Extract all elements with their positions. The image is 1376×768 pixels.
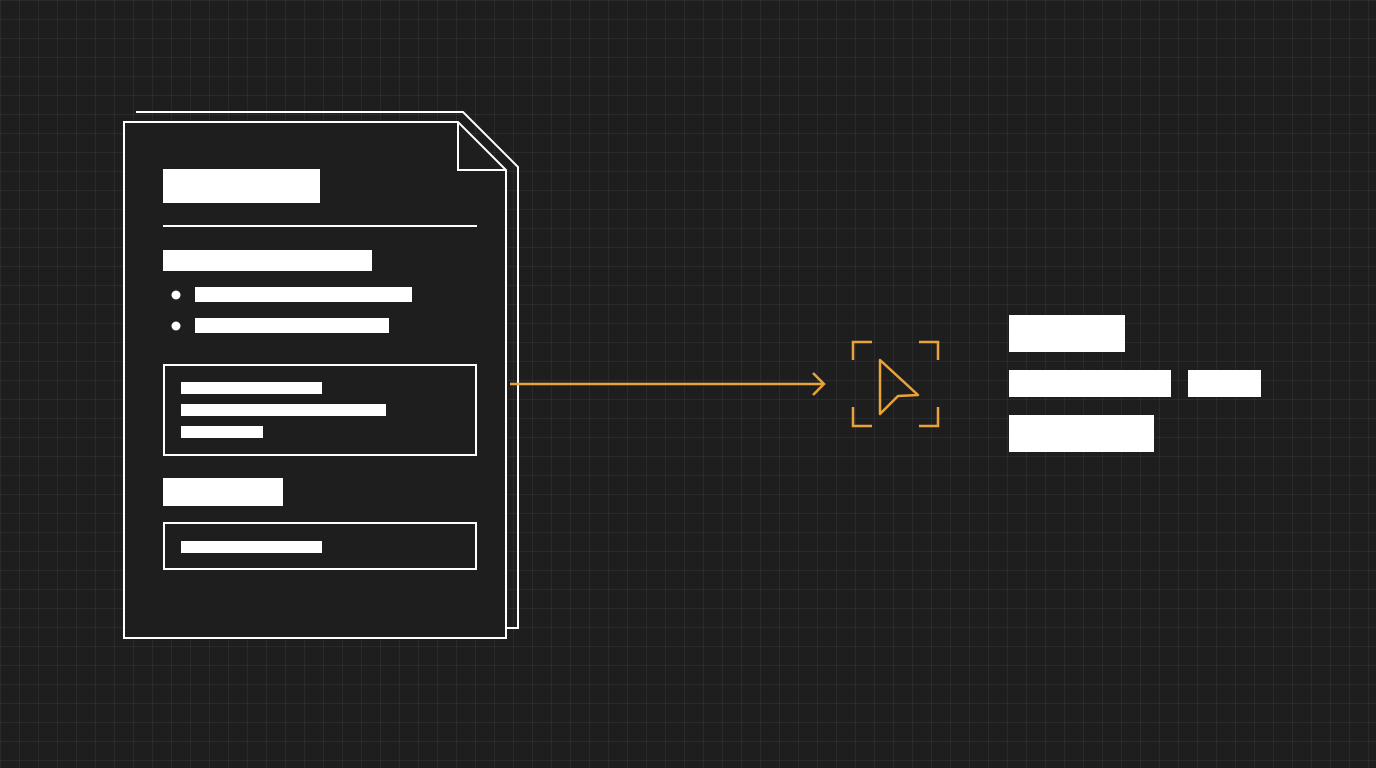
select-corner-top-left	[851, 340, 872, 360]
output-bar-2	[1009, 370, 1171, 397]
output-bar-3	[1188, 370, 1261, 397]
field-input-box	[163, 522, 477, 570]
bullet-dot-2	[171, 321, 181, 331]
bullet-text-bar-2	[195, 318, 389, 333]
text-block-line-1	[181, 382, 322, 394]
arrow-head	[812, 372, 826, 396]
bullet-dot-1	[171, 290, 181, 300]
select-corner-bottom-right	[919, 407, 940, 428]
bullet-text-bar-1	[195, 287, 412, 302]
output-bar-4	[1009, 415, 1154, 452]
section-heading-bar	[163, 250, 372, 271]
cursor-select-icon	[851, 340, 940, 428]
document-title-bar	[163, 169, 320, 203]
output-bar-1	[1009, 315, 1125, 352]
text-block-line-3	[181, 426, 263, 438]
cursor-arrow	[878, 358, 920, 416]
back-page	[136, 111, 519, 629]
select-corner-top-right	[919, 340, 940, 360]
page-fold	[457, 122, 506, 171]
select-corner-bottom-left	[851, 407, 872, 428]
document-stack-icon	[123, 111, 519, 639]
structured-output	[1009, 315, 1261, 452]
arrow-right-icon	[510, 372, 826, 396]
text-block-line-2	[181, 404, 386, 416]
field-value-bar	[181, 541, 322, 553]
text-block-box	[163, 364, 477, 456]
field-label-bar	[163, 478, 283, 506]
